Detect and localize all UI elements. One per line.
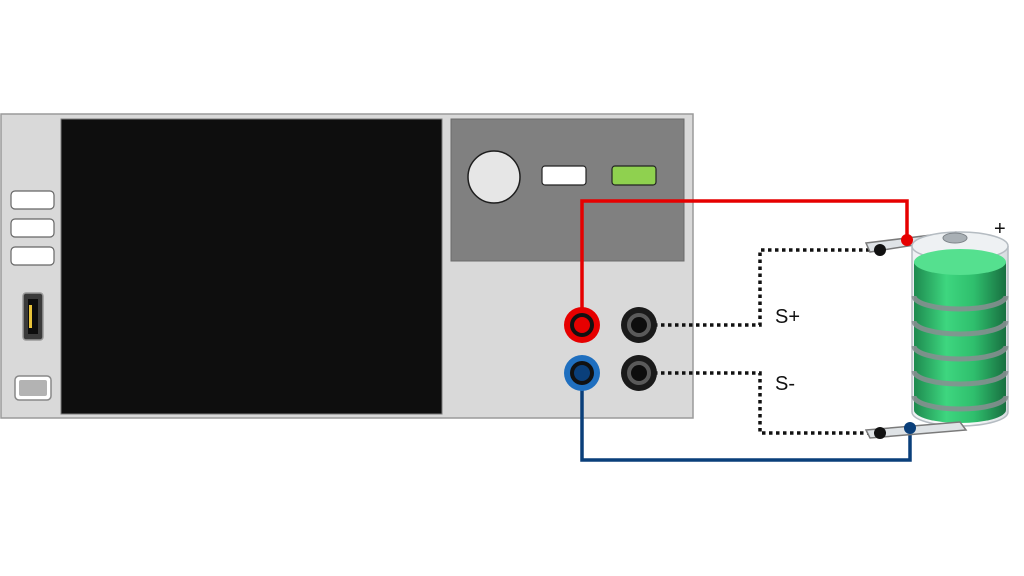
front-button-1[interactable] — [10, 190, 55, 210]
panel-button[interactable] — [541, 165, 587, 186]
front-button-3[interactable] — [10, 246, 55, 266]
battery-cell-icon — [864, 231, 1009, 439]
rotary-knob-icon[interactable] — [467, 150, 521, 204]
positive-connection-dot — [901, 234, 913, 246]
output-negative-terminal[interactable] — [564, 355, 600, 391]
sense-minus-wire — [640, 371, 880, 435]
negative-clip — [864, 421, 968, 439]
sense-positive-terminal[interactable] — [621, 307, 657, 343]
sense-plus-connection-dot — [874, 244, 886, 256]
output-on-indicator[interactable] — [611, 165, 657, 186]
power-switch-icon[interactable] — [14, 375, 52, 401]
output-positive-terminal[interactable] — [564, 307, 600, 343]
sense-minus-connection-dot — [874, 427, 886, 439]
battery-plus-label: + — [994, 218, 1006, 240]
negative-connection-dot — [904, 422, 916, 434]
sense-negative-terminal[interactable] — [621, 355, 657, 391]
sense-plus-label: S+ — [775, 306, 800, 328]
sense-minus-label: S- — [775, 373, 795, 395]
usb-port-icon — [22, 292, 44, 341]
sense-plus-wire — [640, 248, 880, 327]
negative-output-wire — [580, 375, 912, 462]
display-screen — [60, 118, 443, 415]
positive-output-wire — [580, 199, 909, 325]
power-supply-unit — [0, 113, 694, 419]
front-button-2[interactable] — [10, 218, 55, 238]
